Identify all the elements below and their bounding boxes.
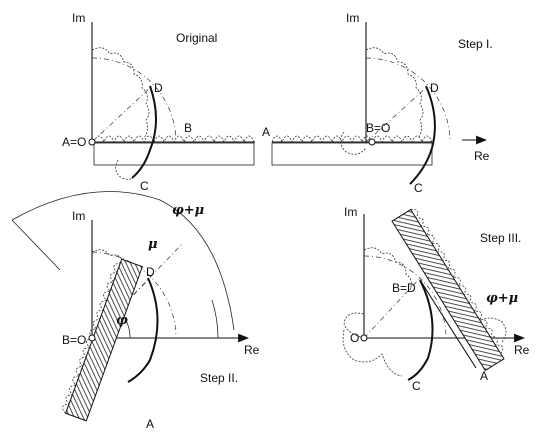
im-axis-label-step3: Im — [344, 205, 357, 219]
panel-step1: Im Step I. Re A B=O C D — [262, 11, 493, 195]
label-b-d-step3: B=D — [392, 281, 416, 295]
dashed-circle-step3 — [363, 255, 447, 339]
label-b-o-step2: B=O — [62, 333, 86, 347]
panel-step2: Im Re B=O D A φ μ φ+μ Step II. — [11, 191, 260, 431]
label-phi-step2: φ — [116, 313, 128, 328]
label-c-step3: C — [412, 379, 421, 393]
label-a-step3: A — [480, 369, 488, 383]
loop-phimu-step3 — [477, 317, 507, 343]
point-origin-original — [88, 138, 96, 146]
re-axis-label-step3: Re — [514, 343, 530, 357]
sector-outer-arc-step2 — [11, 191, 235, 331]
radial-d-step3 — [363, 277, 421, 339]
im-axis-label-step2: Im — [72, 209, 85, 223]
label-c-original: C — [140, 179, 149, 193]
label-mu-step2: μ — [148, 237, 158, 252]
panel-step3: Im Re Step III. B=D O C A φ+μ — [342, 205, 530, 393]
label-phi-mu-step3: φ+μ — [486, 291, 519, 306]
label-c-step1: C — [414, 181, 423, 195]
label-phi-mu-step2: φ+μ — [172, 203, 205, 218]
label-d-step2: D — [146, 265, 155, 279]
label-b-original: B — [184, 121, 192, 135]
label-a-step2: A — [146, 417, 154, 431]
label-d-step1: D — [430, 81, 439, 95]
edge-bd-a-step3 — [419, 279, 477, 369]
re-axis-label-step2: Re — [244, 343, 260, 357]
arc-step3 — [407, 279, 434, 381]
label-a-step1: A — [262, 125, 270, 139]
im-axis-label-original: Im — [72, 11, 85, 25]
wavy-arc-step3 — [363, 247, 412, 291]
wavy-arc-step1 — [365, 47, 424, 139]
arc-cd-step1 — [409, 85, 436, 185]
point-origin-step3 — [360, 334, 368, 342]
radial-d-original — [91, 85, 153, 143]
label-o-step3: O — [350, 331, 359, 345]
wavy-loop-step3 — [342, 312, 403, 377]
wavy-boundary-original — [93, 135, 255, 144]
half-plane-step1 — [271, 142, 433, 166]
panel-original: Im Original A=O B C D — [62, 11, 255, 193]
arc-cd-original — [131, 85, 157, 179]
loop-c-original — [115, 159, 137, 180]
loop-o-step1 — [340, 131, 367, 155]
im-axis-label-step1: Im — [346, 11, 359, 25]
title-step2: Step II. — [200, 371, 238, 385]
arc-step2 — [127, 277, 159, 383]
title-original: Original — [176, 31, 217, 45]
label-b-o-step1: B=O — [366, 121, 390, 135]
point-origin-step1 — [368, 138, 376, 146]
sector-edge-step2 — [11, 219, 61, 271]
rotated-slab-step3 — [391, 208, 505, 372]
wavy-arc-original — [91, 47, 150, 139]
title-step1: Step I. — [458, 37, 493, 51]
half-plane-original — [93, 142, 255, 166]
label-d-original: D — [154, 81, 163, 95]
radial-mu-step2 — [91, 243, 183, 339]
re-axis-label-step1: Re — [474, 149, 490, 163]
wavy-boundary-step1 — [271, 135, 433, 144]
label-a-o-original: A=O — [62, 135, 86, 149]
title-step3: Step III. — [480, 231, 521, 245]
point-origin-step2 — [88, 334, 96, 342]
radial-d-step1 — [365, 85, 429, 143]
angle-arc-phimu-step2 — [211, 299, 219, 339]
